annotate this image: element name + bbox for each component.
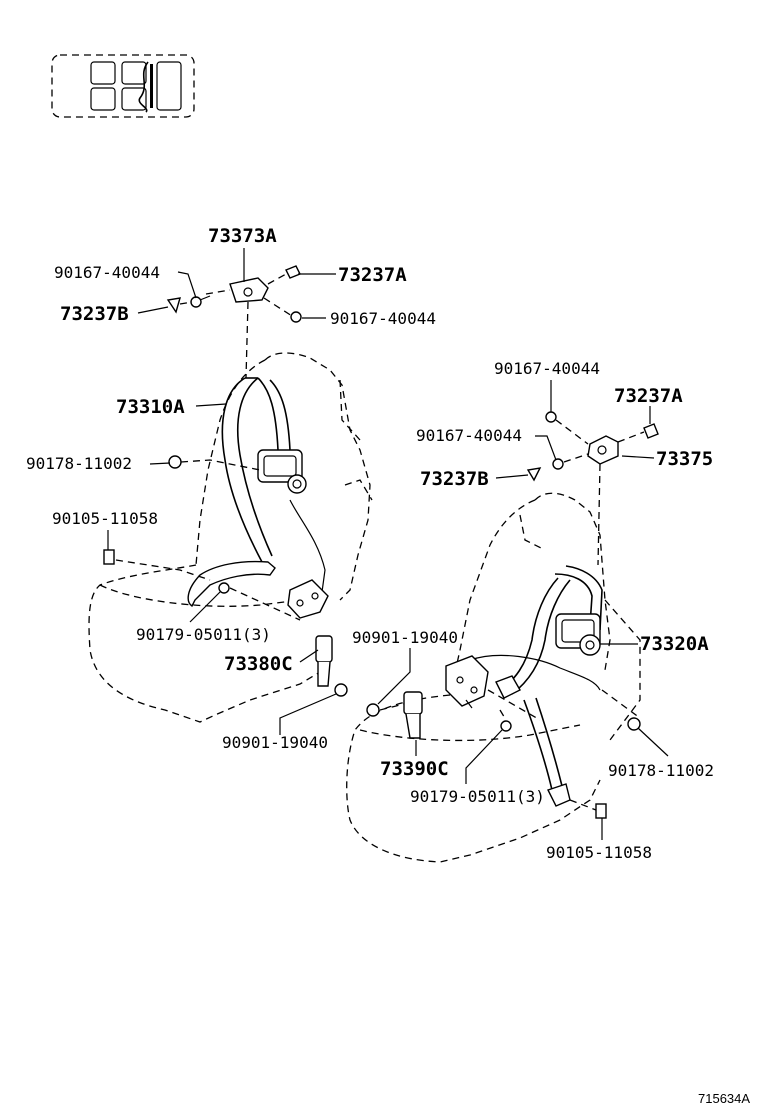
callout-90105-11058-b: 90105-11058 bbox=[546, 843, 652, 862]
callout-90901-19040-a: 90901-19040 bbox=[222, 733, 328, 752]
bolt-90901-19040-a bbox=[334, 683, 348, 697]
anchor-73373A bbox=[229, 277, 269, 303]
cover-73237A-a bbox=[285, 265, 301, 279]
callout-90105-11058-a: 90105-11058 bbox=[52, 509, 158, 528]
nut-90179-05011-a bbox=[218, 582, 230, 594]
bolt-90901-19040-b bbox=[366, 703, 380, 717]
bolt-90167-40044-c bbox=[545, 411, 557, 423]
anchor-line-right-7 bbox=[379, 703, 405, 711]
callout-90178-11002-a: 90178-11002 bbox=[26, 454, 132, 473]
callout-73375: 73375 bbox=[656, 448, 713, 470]
callout-90167-40044-a: 90167-40044 bbox=[54, 263, 160, 282]
right-seat-belt bbox=[469, 565, 603, 807]
bolt-90178-11002-b bbox=[627, 717, 641, 731]
anchor-line-left-6 bbox=[267, 273, 287, 285]
vehicle-location-icon bbox=[51, 54, 195, 118]
callout-73237A-a: 73237A bbox=[338, 264, 407, 286]
callout-90167-40044-b: 90167-40044 bbox=[330, 309, 436, 328]
callout-90901-19040-b: 90901-19040 bbox=[352, 628, 458, 647]
callout-73237B-a: 73237B bbox=[60, 303, 129, 325]
cover-73237B-b bbox=[526, 467, 542, 482]
callout-90178-11002-b: 90178-11002 bbox=[608, 761, 714, 780]
anchor-line-left bbox=[245, 301, 249, 379]
anchor-line-right-4 bbox=[563, 453, 589, 463]
leader-lines bbox=[107, 248, 669, 840]
anchor-73375 bbox=[587, 435, 619, 465]
anchor-line-right-2 bbox=[555, 419, 589, 445]
anchor-line-left-5 bbox=[205, 289, 231, 295]
anchor-line-right-9 bbox=[487, 689, 541, 721]
buckle-73380C bbox=[287, 579, 333, 687]
bolt-90167-40044-a bbox=[190, 295, 211, 308]
left-seat-belt bbox=[187, 377, 326, 608]
anchor-line-left-4 bbox=[229, 587, 301, 621]
callout-73237B-b: 73237B bbox=[420, 468, 489, 490]
right-retractor-base bbox=[445, 655, 489, 709]
buckle-73390C bbox=[403, 691, 423, 739]
anchor-line-left-2 bbox=[180, 459, 261, 471]
anchor-line-right-6 bbox=[499, 709, 507, 721]
bolt-90105-11058-b bbox=[595, 803, 607, 819]
callout-73310A: 73310A bbox=[116, 396, 185, 418]
left-seat-outline bbox=[88, 352, 373, 723]
nut-90179-05011-b bbox=[500, 720, 512, 732]
cover-73237B-a bbox=[166, 297, 181, 314]
anchor-line-left-3 bbox=[115, 559, 211, 581]
right-seat-outline bbox=[346, 492, 641, 863]
callout-73390C: 73390C bbox=[380, 758, 449, 780]
callout-90167-40044-c: 90167-40044 bbox=[494, 359, 600, 378]
anchor-line-right bbox=[597, 463, 601, 566]
anchor-line-right-5 bbox=[601, 689, 641, 719]
callout-73380C: 73380C bbox=[224, 653, 293, 675]
cover-73237A-b bbox=[643, 423, 659, 439]
retractor-73320A bbox=[555, 613, 601, 656]
illustration-code: 715634A bbox=[698, 1091, 750, 1106]
callout-73237A-b: 73237A bbox=[614, 385, 683, 407]
callout-73373A: 73373A bbox=[208, 225, 277, 247]
callout-90179-05011-b: 90179-05011(3) bbox=[410, 787, 545, 806]
callout-90167-40044-d: 90167-40044 bbox=[416, 426, 522, 445]
retractor-73310A bbox=[257, 449, 307, 494]
anchor-line-right-8 bbox=[569, 799, 597, 811]
callout-90179-05011-a: 90179-05011(3) bbox=[136, 625, 271, 644]
anchor-line-right-3 bbox=[617, 431, 645, 443]
callout-73320A: 73320A bbox=[640, 633, 709, 655]
bolt-90167-40044-b bbox=[290, 311, 302, 323]
anchor-line-left-7 bbox=[179, 301, 193, 305]
bolt-90167-40044-d bbox=[552, 458, 564, 470]
bolt-90178-11002-a bbox=[168, 455, 182, 469]
bolt-90105-11058-a bbox=[103, 549, 115, 565]
anchor-line-left-8 bbox=[263, 297, 293, 317]
